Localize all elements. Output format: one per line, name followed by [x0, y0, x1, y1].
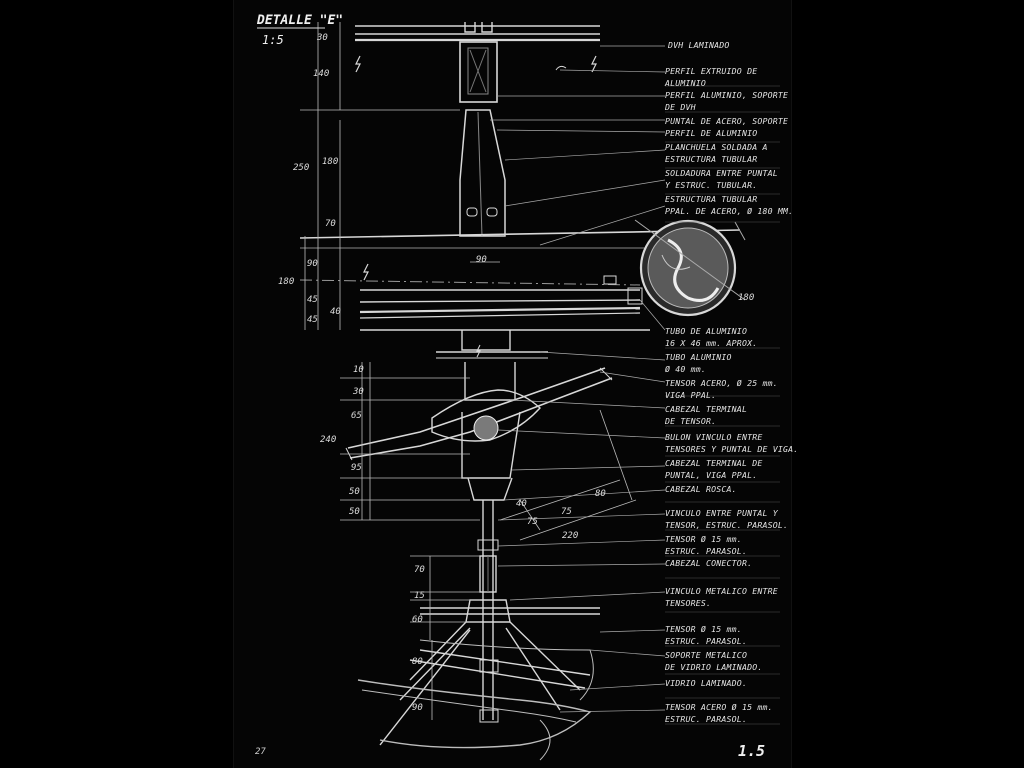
- detail-title: DETALLE "E": [256, 13, 343, 28]
- note-line: PLANCHUELA SOLDADA A: [665, 142, 768, 152]
- dim-label: 60: [412, 615, 423, 625]
- note-line: PERFIL DE ALUMINIO: [665, 128, 757, 138]
- dim-label: 70: [414, 565, 425, 575]
- note-line: BULON VINCULO ENTRE: [665, 432, 762, 442]
- page-number: 27: [255, 747, 266, 757]
- dim-label: 180: [738, 293, 754, 303]
- dim-label: 15: [414, 591, 425, 601]
- dim-label: 90: [476, 255, 487, 265]
- parasol-connector: [379, 599, 600, 746]
- note-line: ESTRUC. PARASOL.: [665, 546, 747, 556]
- note-line: Ø 40 mm.: [665, 364, 706, 374]
- dim-label: 250: [293, 163, 309, 173]
- dim-label: 10: [353, 365, 364, 375]
- note-line: TUBO DE ALUMINIO: [665, 326, 747, 336]
- drawing-sheet: [233, 0, 792, 768]
- note-line: DE TENSOR.: [664, 416, 716, 426]
- dim-label: 80: [595, 489, 606, 499]
- note-line: VIDRIO LAMINADO.: [665, 678, 747, 688]
- dim-label: 140: [313, 69, 329, 79]
- dim-label: 65: [351, 411, 362, 421]
- note-line: VIGA PPAL.: [665, 390, 716, 400]
- dimension-lines: [300, 22, 637, 720]
- dimension-labels: 30 140 250 180 70 90 180 90 45 40 45 180…: [278, 33, 754, 713]
- dim-label: 75: [561, 507, 572, 517]
- laminated-glass-sketch: [357, 639, 594, 761]
- dim-label: 30: [352, 387, 364, 397]
- dim-label: 40: [330, 307, 341, 317]
- note-line: TENSOR ACERO Ø 15 mm.: [665, 702, 773, 712]
- dim-label: 180: [278, 277, 294, 287]
- note-line: SOPORTE METALICO: [665, 650, 747, 660]
- note-line: SOLDADURA ENTRE PUNTAL: [665, 168, 778, 178]
- note-line: TENSOR, ESTRUC. PARASOL.: [665, 520, 788, 530]
- dim-label: 70: [325, 219, 336, 229]
- note-line: PUNTAL DE ACERO, SOPORTE: [665, 116, 788, 126]
- detail-scale: 1:5: [262, 33, 284, 47]
- dim-label: 95: [351, 463, 362, 473]
- strut-lower-connection: [436, 330, 548, 401]
- leader-lines: [490, 45, 666, 713]
- note-line: TENSOR ACERO, Ø 25 mm.: [665, 378, 778, 388]
- note-line: VINCULO METALICO ENTRE: [665, 586, 778, 596]
- dvh-glazing-profile: [355, 22, 600, 103]
- note-line: DVH LAMINADO: [667, 40, 730, 50]
- tensor-node: [345, 367, 613, 501]
- note-line: CABEZAL TERMINAL DE: [665, 458, 762, 468]
- note-line: Y ESTRUC. TUBULAR.: [665, 180, 757, 190]
- note-line: PERFIL EXTRUIDO DE: [665, 66, 757, 76]
- note-line: ESTRUCTURA TUBULAR: [665, 194, 757, 204]
- tensor-rod: [477, 500, 499, 720]
- dim-label: 45: [307, 295, 318, 305]
- dim-label: 220: [562, 531, 578, 541]
- dim-label: 90: [307, 259, 318, 269]
- note-line: TENSOR Ø 15 mm.: [665, 624, 742, 634]
- steel-strut: [459, 109, 506, 237]
- note-line: CABEZAL CONECTOR.: [665, 558, 752, 568]
- note-line: PUNTAL, VIGA PPAL.: [665, 470, 757, 480]
- note-line: TENSORES.: [665, 598, 711, 608]
- note-line: 16 X 46 mm. APROX.: [665, 338, 757, 348]
- dim-label: 90: [412, 703, 423, 713]
- note-line: DE DVH: [664, 102, 696, 112]
- note-baselines: [665, 85, 780, 725]
- dim-label: 30: [316, 33, 328, 43]
- note-line: CABEZAL ROSCA.: [665, 484, 737, 494]
- note-line: DE VIDRIO LAMINADO.: [664, 662, 762, 672]
- note-line: TUBO ALUMINIO: [665, 352, 732, 362]
- dim-label: 50: [349, 507, 360, 517]
- note-line: PPAL. DE ACERO, Ø 180 MM.: [665, 206, 793, 216]
- note-line: VINCULO ENTRE PUNTAL Y: [665, 508, 779, 518]
- annotation-notes: DVH LAMINADO PERFIL EXTRUIDO DE ALUMINIO PE…: [664, 40, 798, 724]
- note-line: ESTRUCTURA TUBULAR: [665, 154, 757, 164]
- dim-label: 240: [320, 435, 336, 445]
- dim-label: 75: [527, 517, 538, 527]
- note-line: TENSOR Ø 15 mm.: [665, 534, 742, 544]
- tube-section-circle: [634, 219, 746, 317]
- note-line: CABEZAL TERMINAL: [665, 404, 747, 414]
- note-line: ESTRUC. PARASOL.: [665, 636, 747, 646]
- dim-label: 40: [516, 499, 527, 509]
- note-line: PERFIL ALUMINIO, SOPORTE: [665, 90, 788, 100]
- note-line: ESTRUC. PARASOL.: [665, 714, 747, 724]
- dim-label: 45: [307, 315, 318, 325]
- note-line: TENSORES Y PUNTAL DE VIGA.: [665, 444, 798, 454]
- note-line: ALUMINIO: [664, 78, 706, 88]
- dim-label: 50: [349, 487, 360, 497]
- sheet-number: 1.5: [738, 742, 765, 760]
- dim-label: 80: [412, 657, 423, 667]
- dim-label: 180: [322, 157, 338, 167]
- main-tubular-beam: [299, 229, 741, 331]
